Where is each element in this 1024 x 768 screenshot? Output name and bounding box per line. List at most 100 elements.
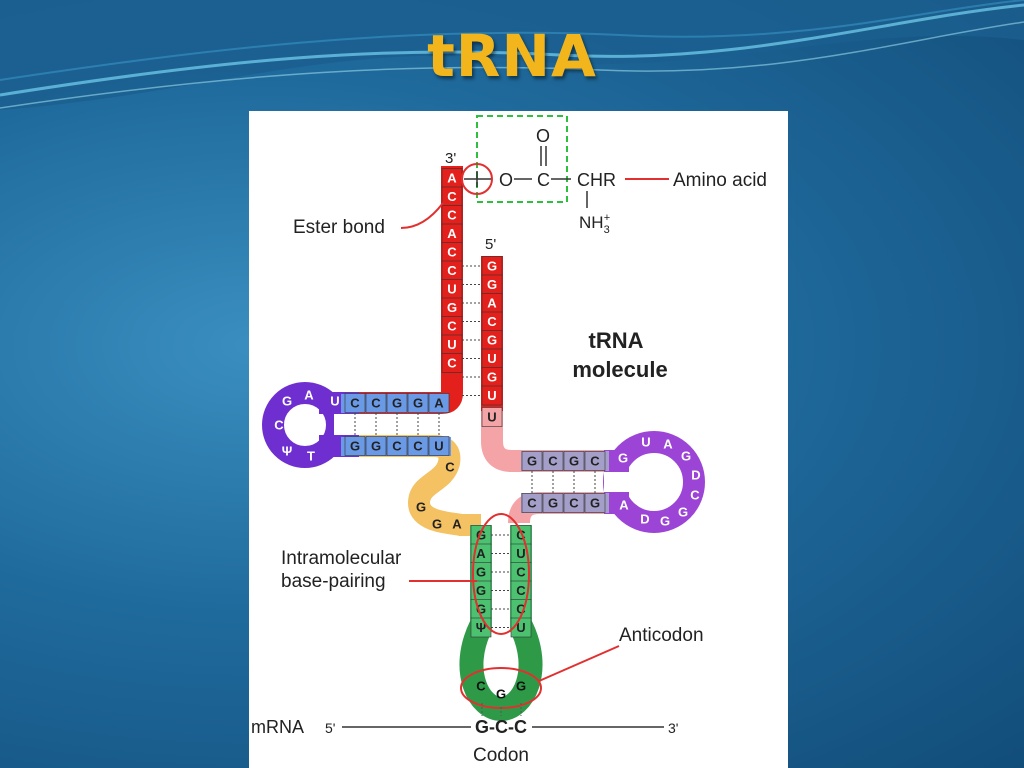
diagram-heading-line1: tRNA bbox=[589, 328, 644, 353]
nucleotide-t-arm-bottom: C bbox=[521, 493, 543, 513]
svg-text:G: G bbox=[413, 396, 423, 411]
svg-text:C: C bbox=[516, 602, 526, 617]
label-mrna: mRNA bbox=[251, 717, 304, 737]
nucleotide-acceptor-3: C bbox=[441, 205, 463, 225]
nucleotide-t-loop: A bbox=[619, 498, 629, 513]
nucleotide-acceptor-3: C bbox=[441, 186, 463, 207]
nucleotide-acceptor-5: A bbox=[481, 293, 503, 313]
svg-text:U: U bbox=[447, 282, 456, 297]
svg-text:G: G bbox=[516, 679, 526, 694]
svg-text:C: C bbox=[447, 245, 457, 260]
nucleotide-acceptor-5: G bbox=[481, 274, 503, 295]
svg-text:U: U bbox=[434, 439, 443, 454]
svg-text:G: G bbox=[476, 528, 486, 543]
svg-text:A: A bbox=[663, 437, 673, 452]
svg-text:G: G bbox=[371, 439, 381, 454]
nucleotide-acceptor-3: A bbox=[441, 168, 463, 188]
svg-text:C: C bbox=[413, 439, 423, 454]
nucleotide-acceptor-3: C bbox=[441, 353, 463, 373]
svg-text:C: C bbox=[447, 208, 457, 223]
svg-text:G: G bbox=[447, 300, 457, 315]
svg-text:G: G bbox=[496, 687, 506, 702]
nucleotide-d-loop: G bbox=[282, 394, 292, 409]
svg-text:G: G bbox=[660, 514, 670, 529]
nucleotide-d-loop: Ψ bbox=[282, 444, 293, 459]
svg-text:G: G bbox=[569, 454, 579, 469]
nucleotide-acceptor-u: U bbox=[481, 407, 503, 427]
acceptor-backbone-left bbox=[359, 166, 463, 414]
nucleotide-variable-loop: G bbox=[416, 500, 426, 515]
svg-text:C: C bbox=[371, 396, 381, 411]
nucleotide-d-arm-top: C bbox=[365, 393, 387, 413]
amino-acid-box bbox=[476, 115, 568, 203]
nucleotide-anticodon-stem-left: G bbox=[470, 562, 492, 582]
svg-text:U: U bbox=[487, 410, 496, 425]
nucleotide-t-arm-top: C bbox=[584, 451, 606, 471]
nucleotide-d-arm-bottom: C bbox=[386, 436, 408, 456]
label-codon: Codon bbox=[473, 745, 529, 766]
nucleotide-d-loop: A bbox=[304, 388, 314, 403]
svg-text:T: T bbox=[307, 449, 315, 464]
nucleotide-acceptor-5: G bbox=[481, 330, 503, 350]
svg-text:A: A bbox=[304, 388, 314, 403]
svg-text:D: D bbox=[691, 468, 700, 483]
label-amino-acid: Amino acid bbox=[673, 170, 767, 191]
svg-text:U: U bbox=[330, 394, 339, 409]
nucleotide-t-arm-bottom: C bbox=[563, 493, 585, 513]
chem-carbon: C bbox=[537, 170, 550, 190]
nucleotide-d-arm-top: G bbox=[386, 393, 408, 413]
label-mrna-5prime: 5' bbox=[325, 720, 335, 736]
nucleotide-anticodon-stem-right: C bbox=[510, 562, 532, 582]
svg-text:G: G bbox=[432, 517, 442, 532]
nucleotide-t-arm-top: G bbox=[563, 451, 585, 471]
svg-text:G: G bbox=[590, 496, 600, 511]
label-intramolecular-line1: Intramolecular bbox=[281, 548, 402, 569]
svg-text:G: G bbox=[681, 449, 691, 464]
svg-text:G: G bbox=[618, 451, 628, 466]
svg-text:G: G bbox=[487, 333, 497, 348]
nucleotide-acceptor-3: A bbox=[441, 223, 463, 244]
svg-text:G: G bbox=[350, 439, 360, 454]
nucleotide-acceptor-3: G bbox=[441, 297, 463, 318]
nucleotide-anticodon: G bbox=[496, 687, 506, 702]
nucleotide-t-loop: G bbox=[618, 451, 628, 466]
svg-text:D: D bbox=[640, 512, 649, 527]
svg-text:G: G bbox=[282, 394, 292, 409]
svg-text:Ψ: Ψ bbox=[282, 444, 293, 459]
nucleotide-d-loop: C bbox=[274, 418, 284, 433]
codon-bases: G-C-C bbox=[475, 717, 527, 737]
svg-text:C: C bbox=[274, 418, 284, 433]
svg-text:G: G bbox=[476, 602, 486, 617]
nucleotide-anticodon-stem-right: C bbox=[510, 580, 532, 601]
nucleotide-t-loop: U bbox=[641, 435, 650, 450]
svg-text:G: G bbox=[678, 505, 688, 520]
svg-text:A: A bbox=[447, 226, 457, 241]
nucleotide-d-arm-bottom: U bbox=[428, 436, 450, 456]
nucleotide-t-loop: G bbox=[681, 449, 691, 464]
nucleotide-acceptor-5: G bbox=[481, 256, 503, 276]
nucleotide-d-arm-top: C bbox=[344, 393, 366, 413]
svg-text:G: G bbox=[527, 454, 537, 469]
svg-text:A: A bbox=[452, 517, 462, 532]
nucleotide-anticodon-stem-left: G bbox=[470, 525, 492, 545]
nucleotide-anticodon: G bbox=[516, 679, 526, 694]
svg-text:A: A bbox=[476, 546, 486, 561]
svg-text:U: U bbox=[516, 620, 525, 635]
base-pairing-ellipse bbox=[472, 513, 530, 635]
chem-oxygen-top: O bbox=[536, 126, 550, 146]
linker-backbone-right bbox=[481, 256, 624, 472]
ester-bond-pointer bbox=[400, 202, 444, 229]
nucleotide-t-loop: G bbox=[678, 505, 688, 520]
svg-text:A: A bbox=[447, 171, 457, 186]
nucleotide-t-loop: D bbox=[691, 468, 700, 483]
svg-text:C: C bbox=[548, 454, 558, 469]
svg-text:C: C bbox=[590, 454, 600, 469]
nucleotide-acceptor-5: U bbox=[481, 348, 503, 369]
svg-text:C: C bbox=[527, 496, 537, 511]
nucleotide-d-arm-bottom: G bbox=[344, 436, 366, 456]
nucleotide-t-loop: D bbox=[640, 512, 649, 527]
nucleotide-acceptor-3: C bbox=[441, 260, 463, 281]
nucleotide-d-arm-top: G bbox=[407, 393, 429, 413]
nucleotide-acceptor-5: G bbox=[481, 367, 503, 387]
